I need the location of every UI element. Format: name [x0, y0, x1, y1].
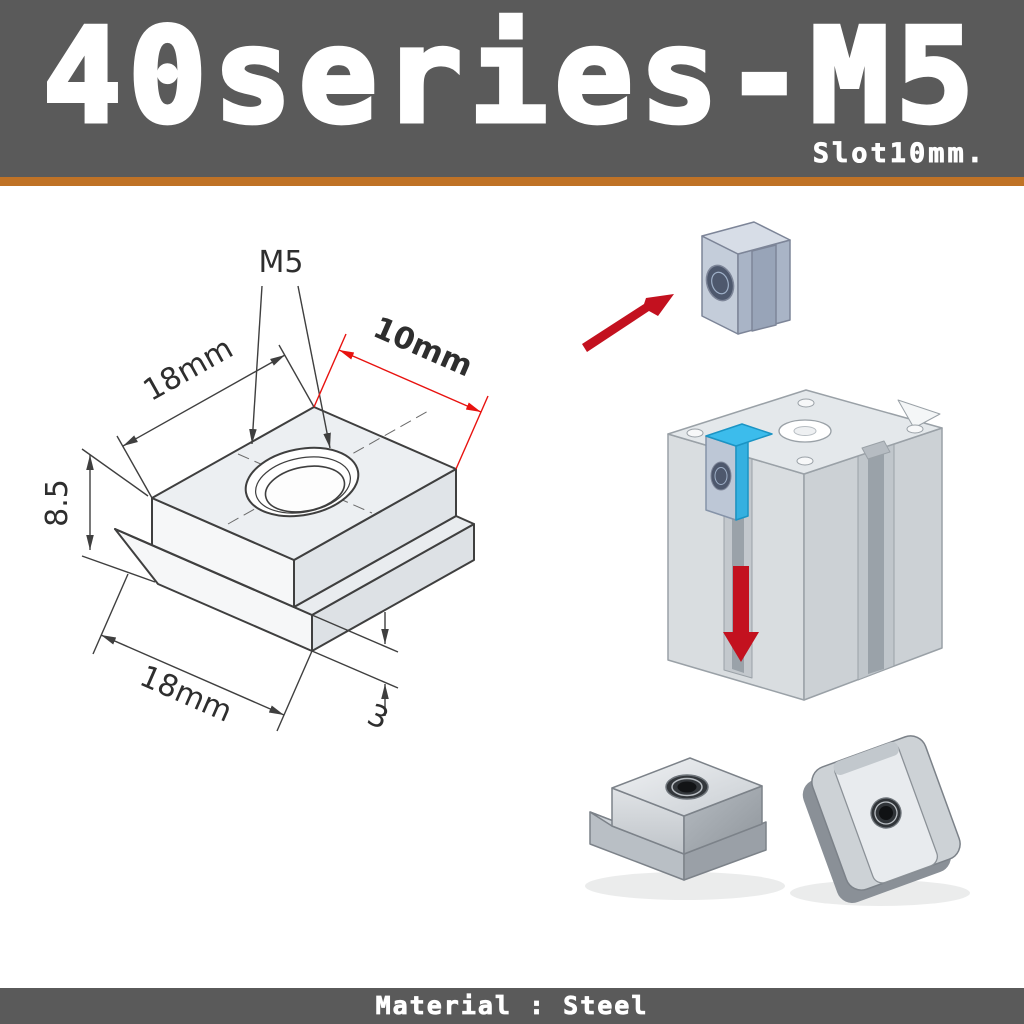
tnut-render-illustration	[701, 221, 791, 335]
slot-size-label: Slot10mm.	[812, 138, 986, 169]
threaded-hole	[244, 446, 360, 518]
tnut-technical-drawing: M5 18mm 10mm	[40, 245, 489, 737]
photo-shadow	[585, 872, 785, 900]
illustration-canvas: M5 18mm 10mm	[40, 221, 970, 906]
dim-label-base-width: 18mm	[135, 659, 238, 730]
insert-arrow-icon	[582, 294, 674, 352]
dim-label-top-length: 18mm	[138, 331, 239, 409]
product-photo-right	[802, 735, 961, 903]
dim-label-m5: M5	[259, 245, 304, 280]
dim-label-slot-width: 10mm	[368, 310, 478, 384]
material-label: Material : Steel	[375, 991, 649, 1021]
header-banner: 40series-M5 Slot10mm.	[0, 0, 1024, 177]
dim-label-height: 8.5	[40, 479, 75, 527]
extrusion-illustration	[667, 389, 943, 701]
accent-divider	[0, 177, 1024, 186]
dim-label-base-thickness: 3	[362, 697, 394, 737]
product-title: 40series-M5	[41, 0, 981, 152]
material-banner: Material : Steel	[0, 988, 1024, 1024]
main-illustration-area: M5 18mm 10mm	[0, 186, 1024, 988]
dim-height: 8.5	[40, 448, 156, 583]
inserted-tnut-highlight	[705, 423, 773, 521]
product-photo-left	[589, 757, 767, 881]
slide-down-arrow-icon	[723, 566, 759, 662]
